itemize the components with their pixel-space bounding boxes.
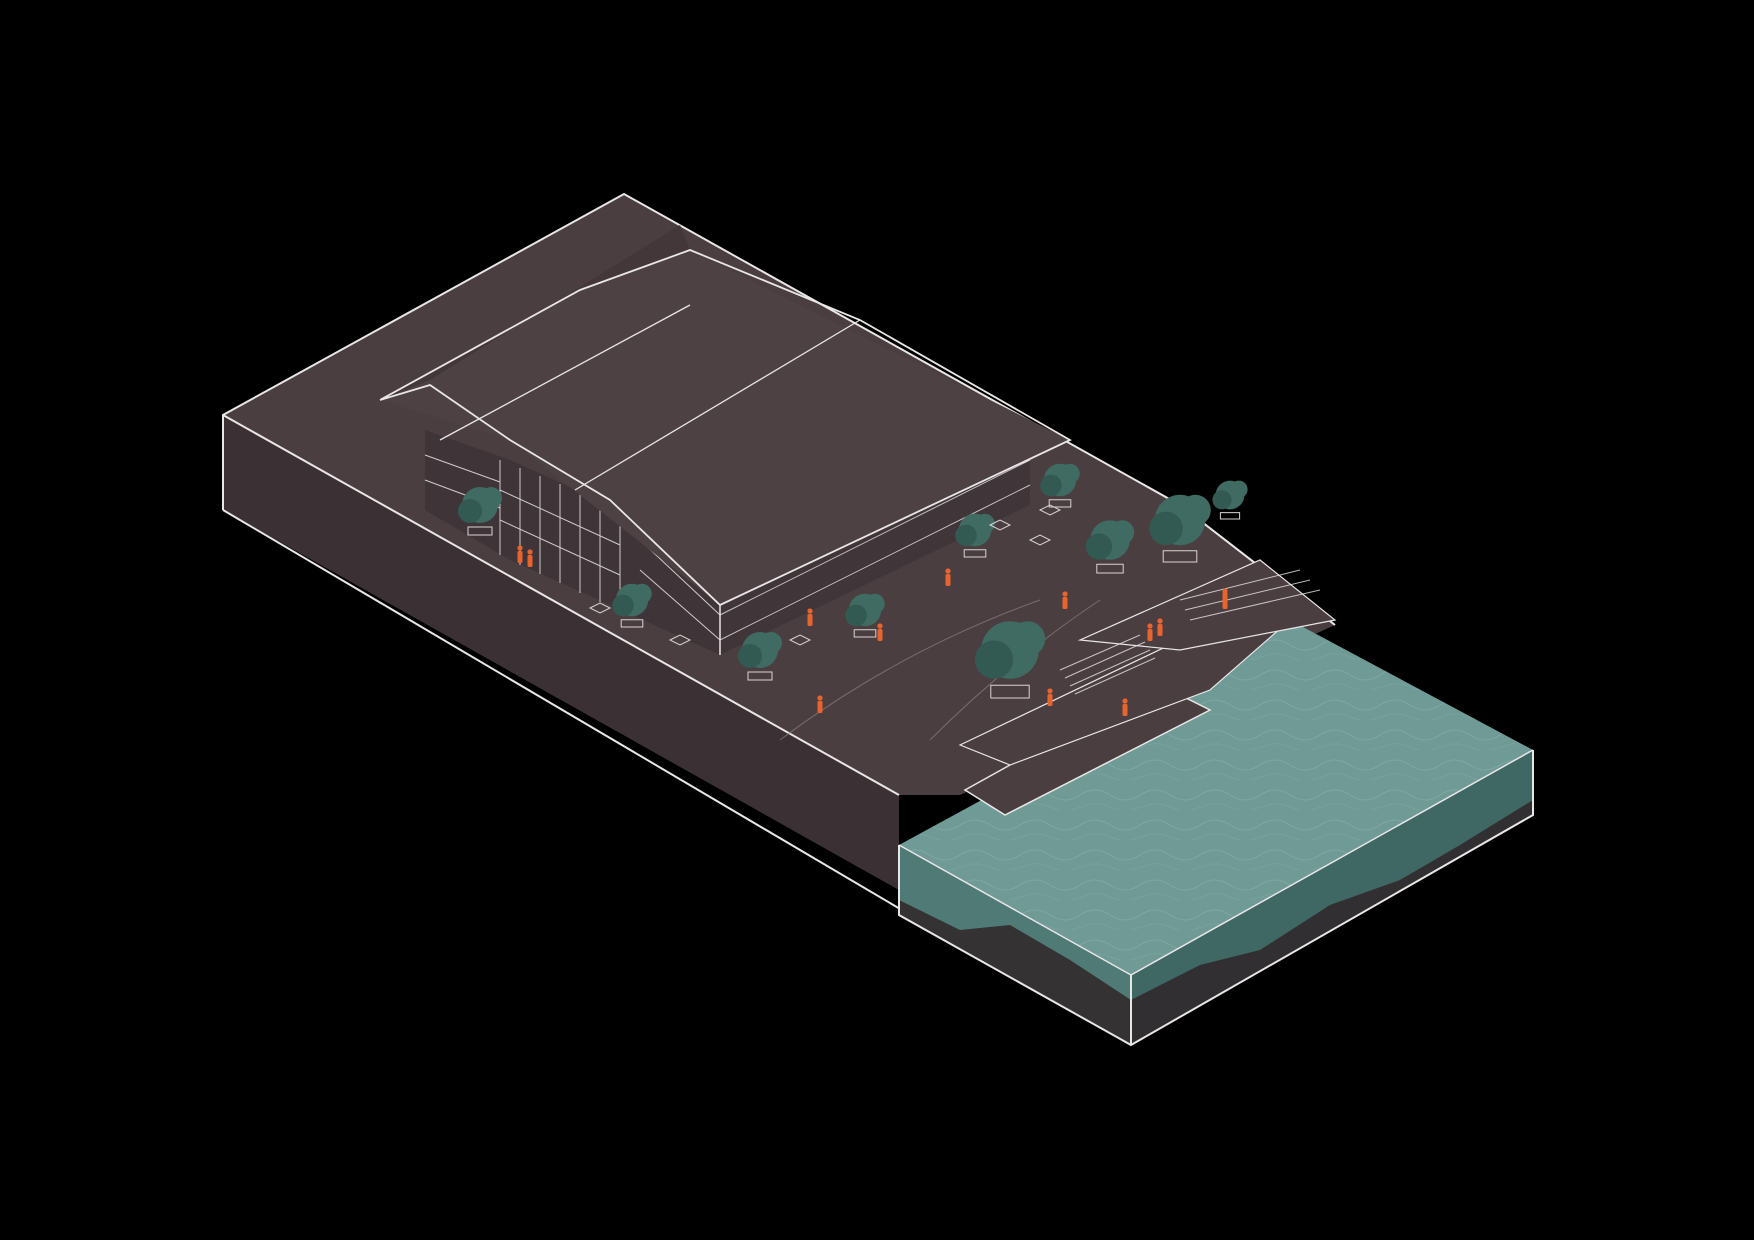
tree-icon	[612, 583, 652, 628]
person-icon	[877, 623, 883, 641]
water-edge-right	[1130, 749, 1534, 976]
person-icon	[807, 608, 813, 626]
tree-icon	[458, 487, 502, 536]
middle-terrace	[958, 619, 1293, 766]
tree-icon	[1212, 480, 1248, 520]
side-window-band	[719, 459, 1031, 641]
roof-ridge-1	[439, 304, 691, 441]
seabed-profile	[899, 900, 1131, 1045]
roof-ridge-2	[574, 319, 861, 491]
tree-icon	[1085, 520, 1135, 574]
water-surface-ripples	[899, 620, 1533, 975]
site-block-corner-edge	[222, 414, 900, 796]
roof-outline	[379, 249, 1072, 607]
building-side-facade	[720, 450, 1030, 655]
stair-lines	[1059, 569, 1321, 695]
tree-icon	[738, 632, 782, 681]
bench-icon	[588, 602, 612, 614]
bench-icon	[788, 634, 812, 646]
person-icon	[1222, 591, 1228, 609]
bench-icon	[988, 519, 1012, 531]
bench-icon	[1028, 534, 1052, 546]
roof-main	[380, 250, 1070, 605]
person-icon	[817, 695, 823, 713]
facade-mullions	[424, 454, 721, 641]
person-icon	[1157, 618, 1163, 636]
site-block-outline	[222, 192, 1336, 626]
lower-terrace	[963, 689, 1212, 816]
seabed-profile-side	[1131, 800, 1533, 1045]
terraced-steps	[958, 559, 1337, 816]
person-icon	[945, 568, 951, 586]
roof-back	[380, 225, 690, 400]
person-icon	[1047, 688, 1053, 706]
person-icon	[1122, 698, 1128, 716]
person-icon	[1062, 591, 1068, 609]
bench-icon	[668, 634, 692, 646]
site-block-left-face	[223, 415, 899, 890]
vegetation-group	[458, 463, 1248, 699]
person-icon	[527, 549, 533, 567]
person-icon	[1147, 623, 1153, 641]
bench-icon	[1038, 504, 1062, 516]
tree-icon	[845, 593, 885, 638]
people-group	[517, 545, 1228, 716]
tree-icon	[1149, 494, 1211, 563]
person-icon	[517, 545, 523, 563]
tree-icon	[955, 513, 995, 558]
furniture-group	[588, 504, 1062, 646]
tree-icon	[974, 621, 1046, 699]
water-edge	[898, 844, 1132, 976]
plaza-path	[779, 599, 1041, 741]
tree-icon	[1040, 463, 1080, 508]
water	[898, 620, 1534, 1047]
